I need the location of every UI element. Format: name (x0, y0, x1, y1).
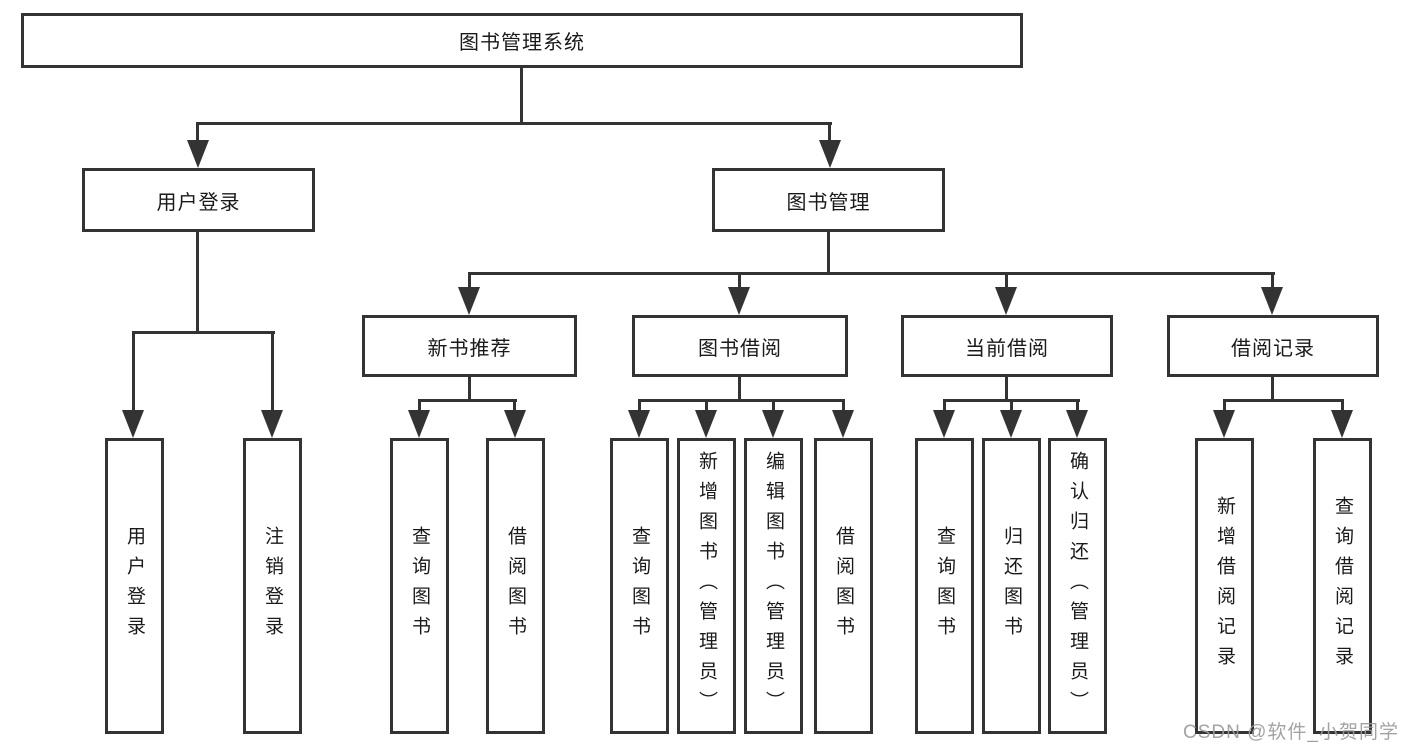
node-root-system: 图书管理系统 (21, 13, 1023, 68)
connector-newbook-branch (418, 399, 517, 402)
connector-records-drop-2 (1341, 399, 1344, 412)
leaf-borrow-books-1: 借阅图书 (486, 438, 545, 734)
arrow-down-icon (762, 410, 784, 438)
arrow-down-icon (261, 410, 283, 438)
leaf-edit-books-admin: 编辑图书（管理员） (744, 438, 803, 734)
node-current-borrow: 当前借阅 (901, 315, 1113, 377)
connector-borrow-branch (638, 399, 845, 402)
leaf-confirm-return-admin: 确认归还（管理员） (1048, 438, 1107, 734)
connector-bookmgmt-stem (827, 232, 830, 272)
connector-borrow-drop-2 (705, 399, 708, 412)
arrow-down-icon (1331, 410, 1353, 438)
node-new-book-recommend: 新书推荐 (362, 315, 577, 377)
connector-newbook-stem (468, 377, 471, 399)
leaf-query-books-1: 查询图书 (390, 438, 449, 734)
connector-root-drop-right (828, 122, 831, 144)
arrow-down-icon (408, 410, 430, 438)
leaf-add-borrow-record: 新增借阅记录 (1195, 438, 1254, 734)
arrow-down-icon (1000, 410, 1022, 438)
connector-newbook-drop-2 (513, 399, 516, 412)
node-book-management: 图书管理 (712, 168, 945, 232)
arrow-down-icon (187, 140, 209, 168)
leaf-user-login: 用户登录 (105, 438, 164, 734)
connector-current-stem (1005, 377, 1008, 399)
connector-current-drop-3 (1076, 399, 1079, 412)
connector-borrow-stem (738, 377, 741, 399)
arrow-down-icon (1213, 410, 1235, 438)
connector-newbook-drop-1 (418, 399, 421, 412)
arrow-down-icon (695, 410, 717, 438)
watermark: CSDN @软件_小贺同学 (1183, 722, 1399, 743)
connector-borrow-drop-3 (772, 399, 775, 412)
connector-bookmgmt-branch (468, 272, 1275, 275)
leaf-add-books-admin: 新增图书（管理员） (677, 438, 736, 734)
arrow-down-icon (832, 410, 854, 438)
leaf-logout: 注销登录 (243, 438, 302, 734)
connector-root-branch (197, 122, 832, 125)
leaf-query-books-3: 查询图书 (915, 438, 974, 734)
arrow-down-icon (933, 410, 955, 438)
connector-bookmgmt-drop-4 (1271, 272, 1274, 290)
node-user-login: 用户登录 (82, 168, 315, 232)
connector-root-drop-left (196, 122, 199, 144)
connector-root-stem (520, 68, 523, 122)
connector-borrow-drop-4 (842, 399, 845, 412)
connector-current-drop-2 (1010, 399, 1013, 412)
connector-records-stem (1271, 377, 1274, 399)
arrow-down-icon (1261, 287, 1283, 315)
arrow-down-icon (1066, 410, 1088, 438)
connector-records-drop-1 (1223, 399, 1226, 412)
connector-bookmgmt-drop-3 (1005, 272, 1008, 290)
connector-userlogin-stem (196, 232, 199, 331)
leaf-query-borrow-record: 查询借阅记录 (1313, 438, 1372, 734)
leaf-query-books-2: 查询图书 (610, 438, 669, 734)
connector-userlogin-drop-1 (132, 331, 135, 413)
arrow-down-icon (458, 287, 480, 315)
connector-userlogin-branch (132, 331, 275, 334)
arrow-down-icon (122, 410, 144, 438)
arrow-down-icon (504, 410, 526, 438)
arrow-down-icon (819, 140, 841, 168)
leaf-return-books: 归还图书 (982, 438, 1041, 734)
arrow-down-icon (728, 287, 750, 315)
connector-bookmgmt-drop-1 (468, 272, 471, 290)
node-book-borrow: 图书借阅 (632, 315, 848, 377)
connector-borrow-drop-1 (638, 399, 641, 412)
leaf-borrow-books-2: 借阅图书 (814, 438, 873, 734)
connector-bookmgmt-drop-2 (738, 272, 741, 290)
arrow-down-icon (628, 410, 650, 438)
node-borrow-records: 借阅记录 (1167, 315, 1379, 377)
arrow-down-icon (995, 287, 1017, 315)
connector-current-drop-1 (943, 399, 946, 412)
connector-records-branch (1223, 399, 1344, 402)
connector-userlogin-drop-2 (271, 331, 274, 413)
